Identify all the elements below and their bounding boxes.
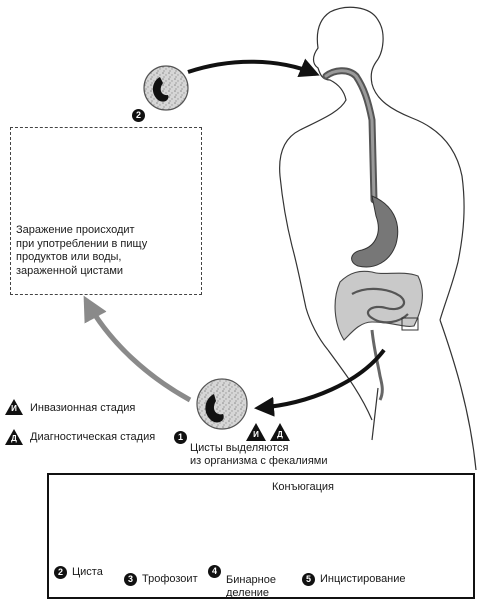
invasive-stage-icon: [5, 399, 23, 415]
excretion-stage-badges: [246, 423, 290, 441]
diagnostic-stage-label: Диагностическая стадия: [30, 431, 156, 443]
infection-food-box: Заражение происходит при употреблении в …: [10, 127, 202, 295]
arrow-to-food: [83, 295, 192, 403]
arrow-to-excreted-cyst: [254, 348, 386, 417]
infection-caption: Заражение происходит при употреблении в …: [16, 224, 148, 277]
step-number-2-top: 2: [132, 109, 145, 122]
intestinal-cycle-box: [47, 473, 475, 599]
invasive-stage-symbol: И: [11, 404, 17, 413]
cycle-stage-number-trophozoite: 3: [124, 573, 137, 586]
digestive-tract: [322, 67, 423, 401]
cycle-stage-label-division: Бинарное деление: [226, 574, 276, 599]
invasive-stage-label: Инвазионная стадия: [30, 402, 136, 414]
step-number-1: 1: [174, 431, 187, 444]
excretion-diagnostic-badge: Д: [277, 430, 283, 439]
diagnostic-stage-icon: [5, 429, 23, 445]
cyst-top: [143, 65, 189, 111]
cycle-stage-number-encystment: 5: [302, 573, 315, 586]
cycle-stage-number-cyst: 2: [54, 566, 67, 579]
excretion-invasive-badge: И: [253, 430, 259, 439]
cycle-stage-label-cyst: Циста: [72, 566, 103, 578]
cycle-stage-label-trophozoite: Трофозоит: [142, 573, 198, 585]
conjugation-label: Конъюгация: [272, 481, 335, 493]
excretion-caption: Цисты выделяются из организма с фекалиям…: [190, 442, 328, 467]
arrow-to-mouth: [187, 58, 320, 78]
diagnostic-stage-symbol: Д: [11, 434, 17, 443]
cycle-stage-label-encystment: Инцистирование: [320, 573, 406, 585]
cyst-excreted: [196, 378, 248, 430]
cycle-stage-number-division: 4: [208, 565, 221, 578]
